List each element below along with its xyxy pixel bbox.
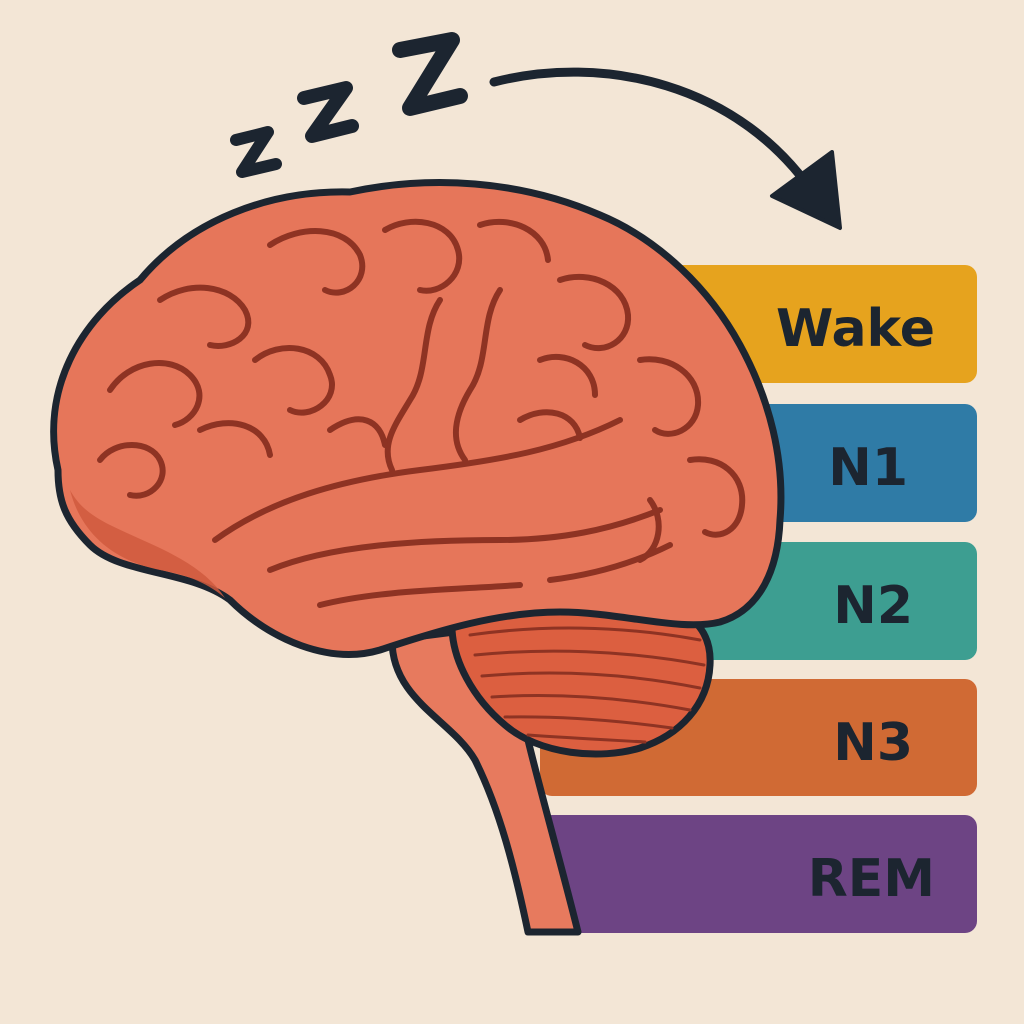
cerebrum-body bbox=[50, 179, 785, 658]
z-medium bbox=[297, 81, 359, 143]
stage-label-n3: N3 bbox=[833, 713, 913, 773]
cerebrum-shadow bbox=[70, 490, 225, 598]
stage-bar-rem-fill bbox=[540, 815, 977, 933]
stage-label-n2: N2 bbox=[833, 576, 913, 636]
cerebrum bbox=[50, 179, 785, 658]
stage-bar-rem: REM bbox=[540, 815, 977, 933]
z-large bbox=[392, 32, 468, 116]
curved-arrow-shaft bbox=[489, 67, 823, 205]
stage-label-wake: Wake bbox=[776, 299, 935, 359]
stage-label-n1: N1 bbox=[828, 438, 908, 498]
cerebrum-grooves bbox=[97, 218, 746, 608]
zzz-sleep-icon bbox=[230, 32, 468, 178]
stage-label-rem: REM bbox=[808, 849, 935, 909]
cerebellum-folds bbox=[468, 626, 706, 744]
z-small bbox=[230, 126, 282, 178]
curved-arrow-icon bbox=[489, 67, 842, 230]
curved-arrow-head bbox=[770, 150, 842, 230]
